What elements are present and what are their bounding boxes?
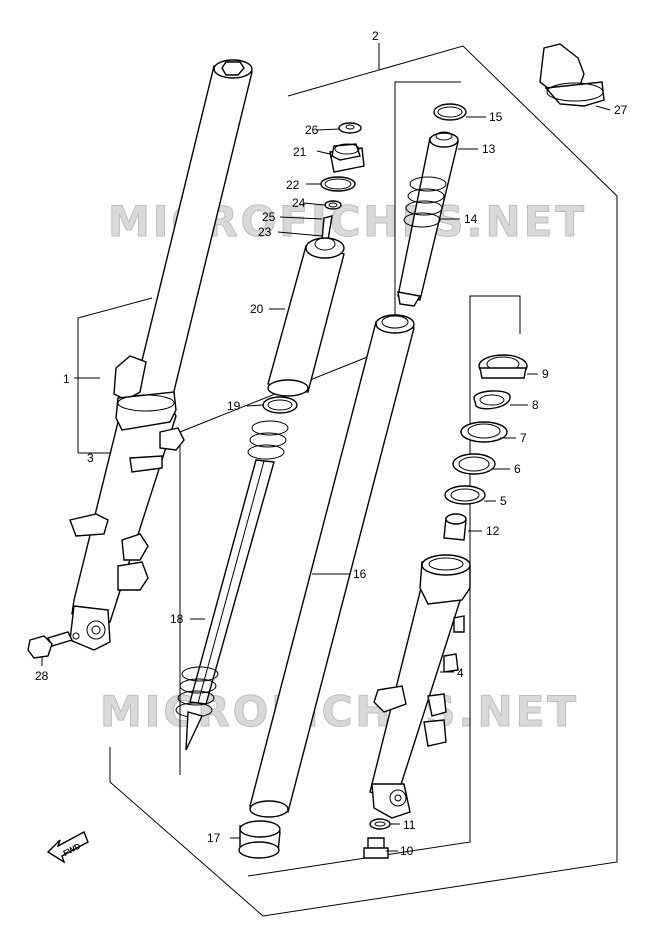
o-ring-22 [320, 176, 356, 192]
boot-27 [539, 43, 605, 107]
callout-15: 15 [489, 110, 503, 124]
callout-22: 22 [286, 178, 300, 192]
callout-11: 11 [403, 818, 416, 832]
callout-8: 8 [532, 398, 539, 412]
callout-19: 19 [227, 399, 241, 413]
callout-23: 23 [258, 225, 272, 239]
outline-assembly-2 [109, 45, 618, 917]
callout-17: 17 [207, 831, 221, 845]
callout-4: 4 [457, 666, 464, 680]
callout-5: 5 [500, 494, 507, 508]
washer-19 [262, 396, 298, 414]
callout-27: 27 [614, 103, 628, 117]
piece-12 [443, 513, 467, 541]
o-ring-15 [433, 103, 467, 121]
callout-labels: 1 2 3 4 5 6 7 8 9 10 11 12 13 14 15 16 1… [35, 29, 628, 858]
oil-seal-7 [460, 421, 508, 443]
inner-tube-16 [249, 314, 415, 818]
callout-2: 2 [372, 29, 379, 43]
spring-18 [175, 420, 289, 751]
callout-12: 12 [486, 524, 500, 538]
washer-6 [452, 453, 496, 475]
clip-8 [473, 390, 511, 410]
fwd-arrow-icon: FWD [46, 831, 89, 864]
callout-16: 16 [353, 567, 367, 581]
leaders [41, 43, 611, 852]
spacer-20 [267, 237, 345, 397]
callout-25: 25 [262, 210, 276, 224]
bolt-28 [27, 631, 73, 659]
dust-seal-9 [478, 354, 528, 379]
callout-28: 28 [35, 669, 49, 683]
bolt-26 [338, 122, 362, 134]
callout-7: 7 [520, 431, 527, 445]
callout-14: 14 [464, 212, 478, 226]
callout-13: 13 [482, 142, 496, 156]
spring-14 [403, 176, 447, 228]
callout-26: 26 [305, 123, 319, 137]
front-fork-assembly [69, 59, 253, 651]
bolt-10 [363, 837, 389, 859]
callout-10: 10 [400, 844, 414, 858]
watermark-bottom: MICROFICHES.NET [100, 687, 579, 736]
gasket-11 [369, 818, 391, 830]
washer-24 [324, 200, 342, 210]
callout-3: 3 [87, 451, 94, 465]
bushing-17 [238, 820, 281, 859]
callout-1: 1 [63, 372, 70, 386]
outline-assembly-1 [77, 297, 153, 453]
cap-bolt-21 [329, 143, 365, 173]
callout-24: 24 [292, 196, 306, 210]
outer-tube-4 [369, 554, 471, 819]
callout-6: 6 [514, 462, 521, 476]
callout-20: 20 [250, 302, 264, 316]
bushing-5 [444, 485, 486, 505]
damper-rod-13 [397, 131, 459, 307]
callout-9: 9 [542, 367, 549, 381]
callout-18: 18 [170, 612, 184, 626]
callout-21: 21 [293, 145, 307, 159]
outline-outer-lower [247, 295, 521, 877]
